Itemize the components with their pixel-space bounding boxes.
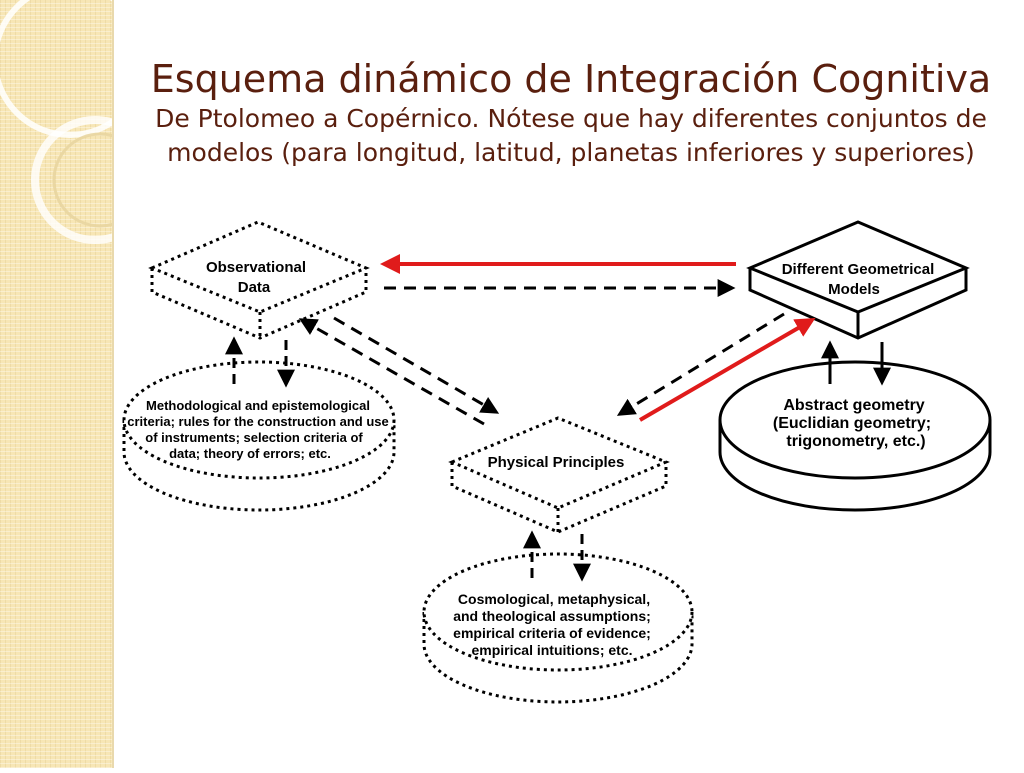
cosmological-label-3: empirical criteria of evidence; <box>453 625 651 641</box>
methodological-criteria-label-1: Methodological and epistemological <box>146 398 370 413</box>
cosmological-label-4: empirical intuitions; etc. <box>471 642 632 658</box>
cosmological-label-2: and theological assumptions; <box>453 608 651 624</box>
abstract-geometry-label-1: Abstract geometry <box>783 397 924 414</box>
dashed-arrow-principles-to-data <box>298 318 485 426</box>
arrows <box>225 254 891 582</box>
physical-principles-node: Physical Principles <box>448 416 670 534</box>
physical-principles-label: Physical Principles <box>488 454 625 471</box>
dashed-arrow-models-to-principles <box>616 312 785 416</box>
dashed-arrow-data-to-principles <box>333 316 500 414</box>
abstract-geometry-node: Abstract geometry (Euclidian geometry; t… <box>718 360 992 512</box>
observational-data-label-2: Data <box>238 279 271 296</box>
strip-edge <box>112 0 114 768</box>
geometrical-models-label-1: Different Geometrical <box>782 261 935 278</box>
abstract-geometry-label-2: (Euclidian geometry; <box>773 415 931 432</box>
cosmological-assumptions-node: Cosmological, metaphysical, and theologi… <box>422 552 694 704</box>
methodological-criteria-label-2: criteria; rules for the construction and… <box>127 414 389 429</box>
methodological-criteria-label-4: data; theory of errors; etc. <box>169 446 331 461</box>
abstract-geometry-label-3: trigonometry, etc.) <box>786 433 925 450</box>
cosmological-label-1: Cosmological, metaphysical, <box>458 591 650 607</box>
subtitle-line-2: modelos (para longitud, latitud, planeta… <box>167 138 975 167</box>
methodological-criteria-node: Methodological and epistemological crite… <box>122 360 396 512</box>
observational-data-node: Observational Data <box>148 220 370 340</box>
geometrical-models-node: Different Geometrical Models <box>746 220 970 340</box>
geometrical-models-label-2: Models <box>828 281 880 298</box>
page-title: Esquema dinámico de Integración Cognitiv… <box>150 57 992 101</box>
observational-data-label-1: Observational <box>206 259 306 276</box>
title-block: Esquema dinámico de Integración Cognitiv… <box>118 56 1024 170</box>
decorative-side-strip <box>0 0 159 768</box>
methodological-criteria-label-3: of instruments; selection criteria of <box>145 430 363 445</box>
red-arrow-principles-to-models <box>638 317 816 422</box>
subtitle-line-1: De Ptolomeo a Copérnico. Nótese que hay … <box>155 104 987 133</box>
